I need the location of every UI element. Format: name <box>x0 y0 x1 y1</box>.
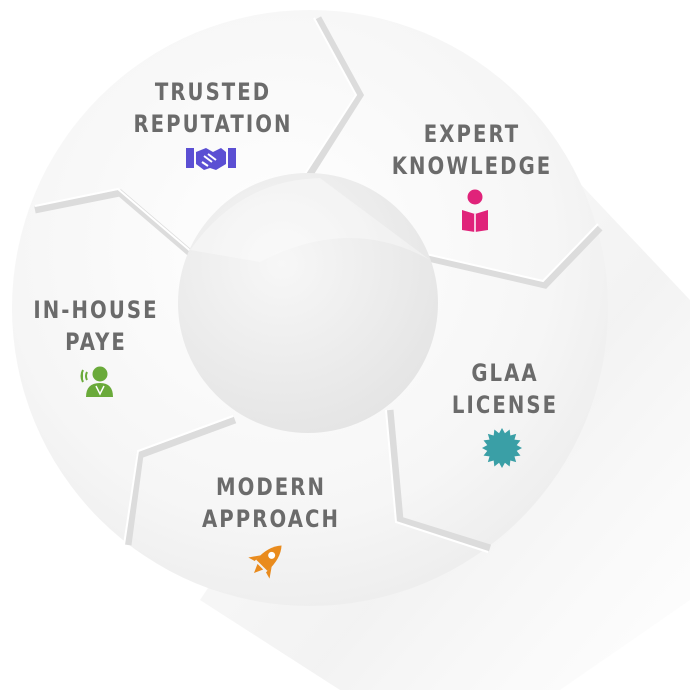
label-modern-approach: MODERN APPROACH <box>202 473 340 533</box>
user-payroll-icon <box>80 366 113 397</box>
badge-icon <box>482 428 522 468</box>
segment-seams <box>34 16 603 552</box>
label-trusted-reputation: TRUSTED REPUTATION <box>133 78 293 138</box>
person-reading-icon <box>462 189 488 232</box>
wheel-center <box>178 173 438 433</box>
rocket-icon <box>248 545 282 579</box>
label-expert-knowledge: EXPERT KNOWLEDGE <box>391 120 553 180</box>
label-glaa-license: GLAA LICENSE <box>451 359 559 419</box>
label-in-house-paye: IN-HOUSE PAYE <box>33 296 159 356</box>
handshake-icon <box>186 148 236 170</box>
